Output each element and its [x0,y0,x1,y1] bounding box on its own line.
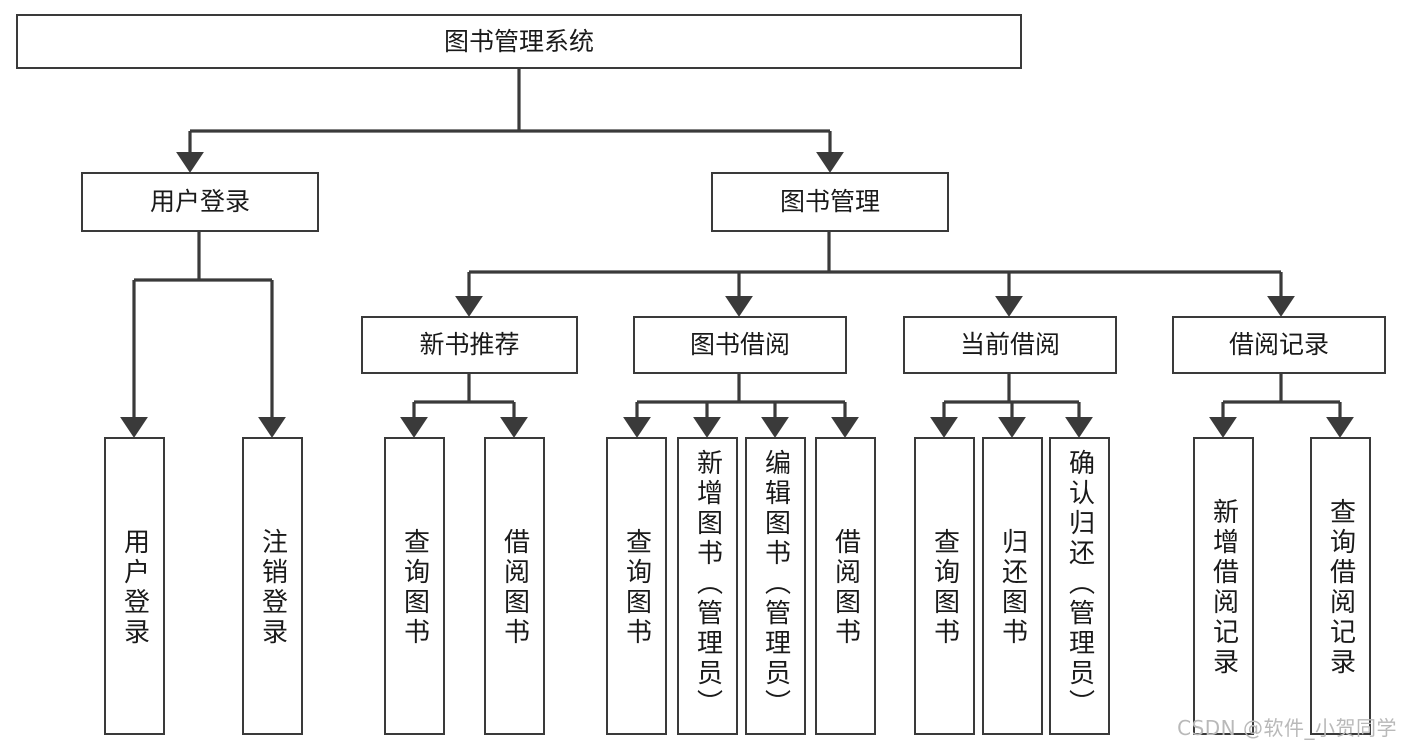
leaf-user-login-login[interactable]: 用户登录 [104,437,165,735]
leaf-user-login-logout[interactable]: 注销登录 [242,437,303,735]
node-label: 用户登录 [119,528,150,648]
leaf-current-borrow-confirm-return-admin[interactable]: 确认归还（管理员） [1049,437,1110,735]
node-label: 注销登录 [257,528,288,648]
node-label: 新书推荐 [419,330,520,359]
node-borrow-record[interactable]: 借阅记录 [1172,316,1386,374]
node-label: 查询图书 [399,528,430,648]
node-label: 新增图书（管理员） [692,449,723,719]
node-label: 借阅图书 [830,528,861,648]
node-label: 当前借阅 [959,330,1060,359]
node-label: 图书借阅 [689,330,790,359]
node-label: 归还图书 [997,528,1028,648]
node-label: 图书管理 [779,187,880,216]
leaf-book-borrow-edit-book-admin[interactable]: 编辑图书（管理员） [745,437,806,735]
node-new-book-recommend[interactable]: 新书推荐 [361,316,578,374]
node-label: 编辑图书（管理员） [760,449,791,719]
leaf-current-borrow-query-books[interactable]: 查询图书 [914,437,975,735]
leaf-book-borrow-query-books[interactable]: 查询图书 [606,437,667,735]
leaf-current-borrow-return-books[interactable]: 归还图书 [982,437,1043,735]
leaf-new-book-query-books[interactable]: 查询图书 [384,437,445,735]
node-user-login[interactable]: 用户登录 [81,172,319,232]
node-label: 新增借阅记录 [1208,498,1239,678]
node-label: 查询图书 [621,528,652,648]
node-label: 查询图书 [929,528,960,648]
leaf-borrow-record-add-record[interactable]: 新增借阅记录 [1193,437,1254,735]
node-label: 借阅图书 [499,528,530,648]
node-current-borrow[interactable]: 当前借阅 [903,316,1117,374]
leaf-new-book-borrow-books[interactable]: 借阅图书 [484,437,545,735]
node-label: 借阅记录 [1228,330,1329,359]
node-root-book-management-system[interactable]: 图书管理系统 [16,14,1022,69]
csdn-watermark: CSDN @软件_小贺同学 [1177,716,1397,740]
node-label: 用户登录 [149,187,250,216]
leaf-book-borrow-borrow-books[interactable]: 借阅图书 [815,437,876,735]
leaf-borrow-record-query-record[interactable]: 查询借阅记录 [1310,437,1371,735]
node-book-borrow[interactable]: 图书借阅 [633,316,847,374]
node-label: 查询借阅记录 [1325,498,1356,678]
node-label: 图书管理系统 [443,26,594,56]
node-book-management[interactable]: 图书管理 [711,172,949,232]
node-label: 确认归还（管理员） [1064,449,1095,719]
leaf-book-borrow-add-book-admin[interactable]: 新增图书（管理员） [677,437,738,735]
